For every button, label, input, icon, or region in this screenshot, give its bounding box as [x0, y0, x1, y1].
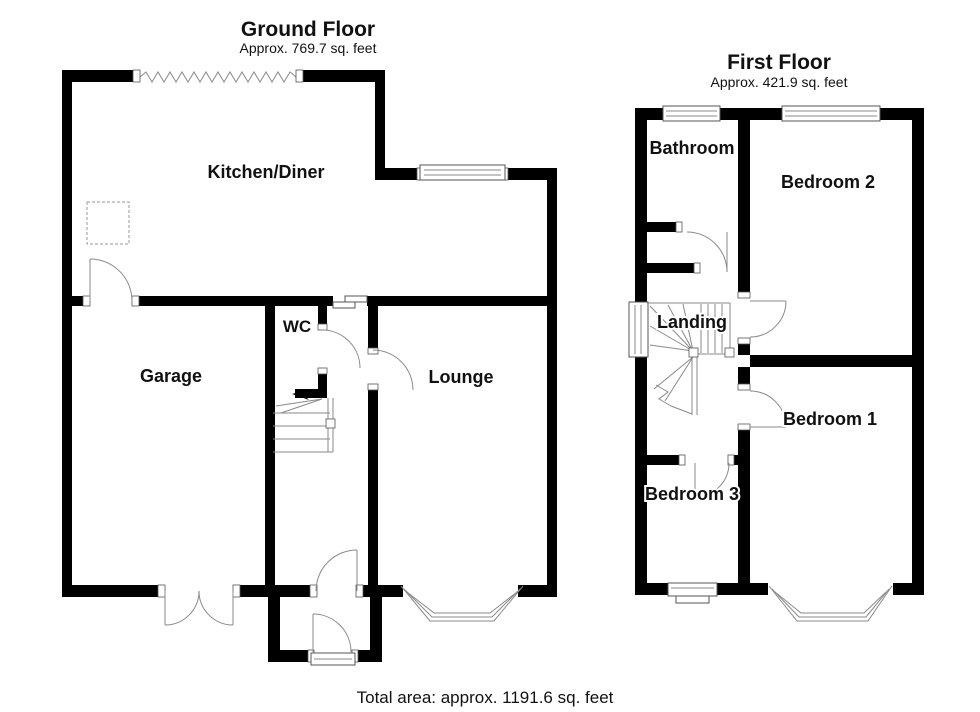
landing-window: [628, 301, 649, 358]
room-label-landing: Landing: [657, 312, 727, 332]
first-floor-labels: Bathroom Bedroom 2 Landing Bedroom 1 Bed…: [643, 136, 879, 506]
first-floor-title-block: First Floor Approx. 421.9 sq. feet: [711, 51, 848, 90]
kitchen-zigzag-opening: [139, 71, 297, 83]
kitchen-window: [419, 164, 506, 181]
bedroom3-door: [694, 462, 730, 498]
bathroom-window: [662, 105, 721, 122]
hallway-door: [315, 549, 358, 592]
room-label-bedroom3: Bedroom 3: [645, 484, 739, 504]
room-label-bathroom: Bathroom: [650, 138, 735, 158]
ground-floor-area: Approx. 769.7 sq. feet: [240, 40, 377, 56]
front-door: [310, 613, 356, 666]
total-area-text: Total area: approx. 1191.6 sq. feet: [357, 688, 614, 707]
kitchen-dashed-feature: [86, 201, 130, 245]
ground-floor-walls: [62, 70, 557, 662]
ground-floor-title-block: Ground Floor Approx. 769.7 sq. feet: [240, 18, 377, 56]
ground-floor-labels: Kitchen/Diner Garage WC Lounge: [138, 160, 496, 389]
room-label-lounge: Lounge: [429, 367, 494, 387]
lounge-bay-window: [400, 585, 524, 622]
garage-double-doors: [164, 590, 234, 626]
wc-door: [321, 329, 361, 369]
ground-floor-stairs: [273, 389, 336, 453]
room-label-wc: WC: [283, 317, 311, 336]
room-label-bedroom1: Bedroom 1: [783, 409, 877, 429]
bedroom1-bay-window: [768, 585, 893, 622]
room-label-bedroom2: Bedroom 2: [781, 172, 875, 192]
ground-floor-title: Ground Floor: [241, 18, 375, 41]
first-floor-walls: [635, 108, 924, 595]
bedroom2-window: [781, 105, 881, 122]
ground-floor-plan: Kitchen/Diner Garage WC Lounge: [62, 69, 557, 666]
first-floor-title: First Floor: [727, 51, 831, 74]
hall-internal-opening: [332, 295, 368, 309]
lounge-door: [372, 349, 414, 391]
bedroom2-door: [749, 300, 787, 338]
first-floor-plan: Bathroom Bedroom 2 Landing Bedroom 1 Bed…: [628, 105, 924, 622]
bedroom3-window: [667, 582, 718, 604]
first-floor-area: Approx. 421.9 sq. feet: [711, 74, 848, 90]
first-floor-stairs: [647, 302, 735, 415]
kitchen-to-garage-door: [89, 258, 133, 302]
bathroom-door: [686, 231, 728, 273]
stairs-direction-arrow: [292, 389, 309, 400]
bedroom1-door: [749, 390, 787, 428]
room-label-garage: Garage: [140, 366, 202, 386]
room-label-kitchen-diner: Kitchen/Diner: [207, 162, 324, 182]
